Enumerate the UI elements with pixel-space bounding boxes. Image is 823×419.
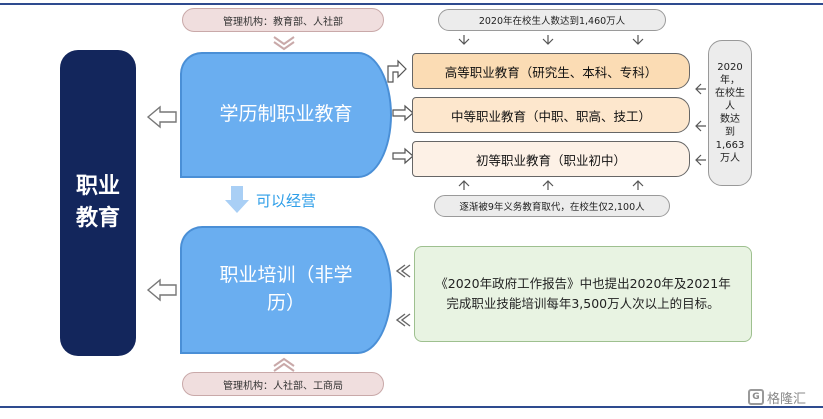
arrow-up-icon	[458, 180, 644, 190]
bent-arrow-icon	[387, 59, 407, 83]
authority-bottom-pill: 管理机构：人社部、工商局	[182, 372, 384, 396]
enrollment-side-label: 2020 年， 在校生 人 数达 到 1,663 万人	[715, 62, 745, 164]
top-rule	[0, 3, 823, 5]
arrow-left-icon	[146, 278, 177, 302]
arrow-left-icon	[146, 105, 177, 129]
arrow-left-small-icon	[695, 83, 706, 166]
chevron-up-icon	[273, 357, 295, 372]
chevron-left-icon	[395, 264, 411, 278]
arrow-down-icon	[225, 186, 249, 213]
vocational-training-label: 职业培训（非学 历）	[219, 264, 353, 314]
government-report-text: 《2020年政府工作报告》中也提出2020年及2021年 完成职业技能培训每年3…	[435, 276, 731, 311]
arrow-down-icon	[458, 35, 644, 45]
primary-vocational-level: 初等职业教育（职业初中）	[412, 141, 690, 177]
watermark-logo: G 格隆汇	[748, 388, 807, 407]
government-report-box: 《2020年政府工作报告》中也提出2020年及2021年 完成职业技能培训每年3…	[414, 246, 752, 342]
secondary-vocational-level: 中等职业教育（中职、职高、技工）	[412, 97, 690, 133]
arrow-right-icon	[392, 104, 414, 122]
enrollment-top-pill: 2020年在校生人数达到1,460万人	[438, 9, 666, 31]
vocational-education-box: 职业 教育	[60, 50, 136, 356]
enrollment-bottom-pill: 逐渐被9年义务教育取代，在校生仅2,100人	[434, 195, 670, 217]
vocational-education-label: 职业 教育	[75, 174, 120, 231]
enrollment-side-pill: 2020 年， 在校生 人 数达 到 1,663 万人	[708, 40, 752, 186]
bottom-rule	[0, 406, 823, 408]
academic-vocational-label: 学历制职业教育	[219, 103, 353, 126]
convertible-label: 可以经营	[256, 191, 317, 210]
authority-top-pill: 管理机构：教育部、人社部	[182, 8, 384, 32]
higher-vocational-level: 高等职业教育（研究生、本科、专科）	[412, 53, 690, 89]
vocational-training-box: 职业培训（非学 历）	[180, 226, 392, 354]
logo-mark-icon: G	[748, 389, 764, 405]
watermark-text: 格隆汇	[767, 391, 807, 407]
chevron-down-icon	[273, 36, 295, 51]
arrow-right-icon	[392, 147, 414, 165]
chevron-left-icon	[395, 313, 411, 327]
academic-vocational-box: 学历制职业教育	[180, 52, 392, 178]
